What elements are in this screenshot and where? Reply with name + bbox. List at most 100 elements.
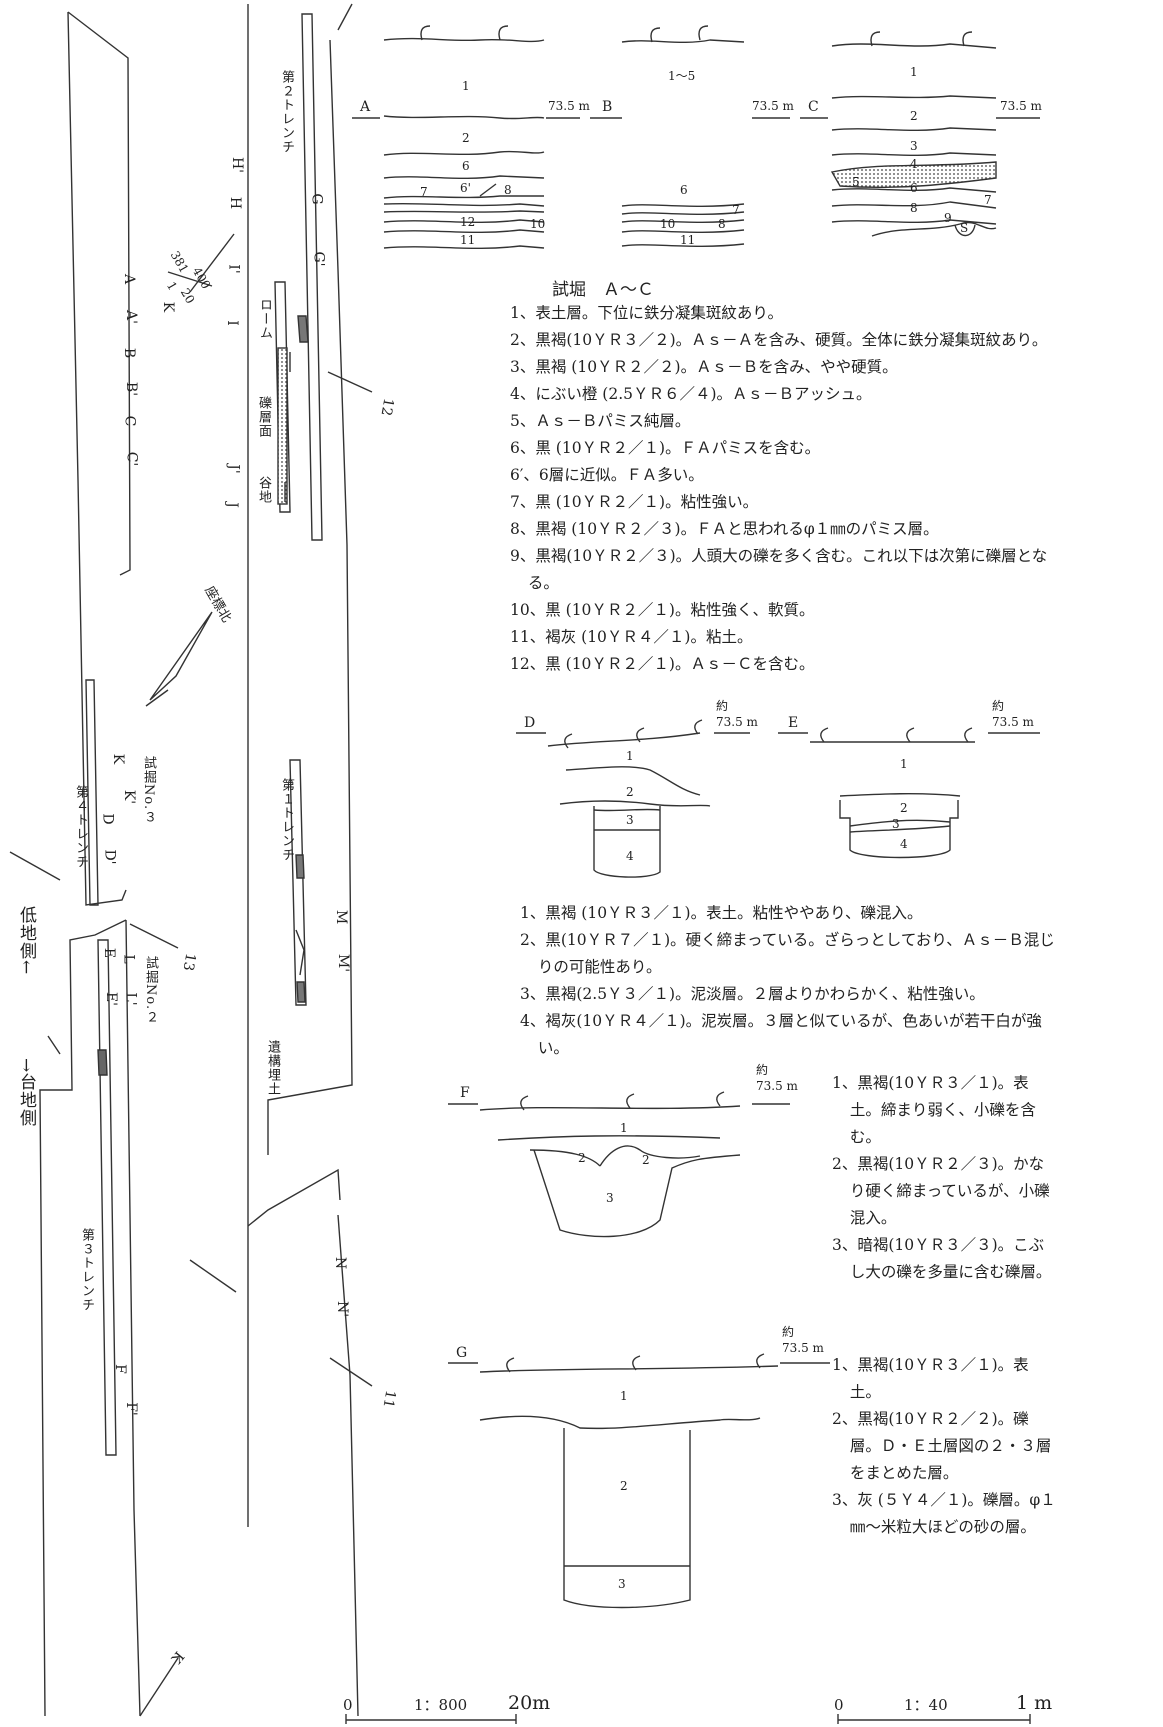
mark-E2: E' xyxy=(103,991,120,1007)
de-legend-item: 1、黒褐 (10ＹＲ３／１)。表土。粘性ややあり、礫混入。 xyxy=(520,904,923,922)
layer-f3: 3 xyxy=(606,1191,614,1205)
abc-legend: 1、表土層。下位に鉄分凝集斑紋あり。 2、黒褐(10ＹＲ３／２)。Ａｓ－Ａを含み… xyxy=(510,300,1062,678)
layer-e2: 2 xyxy=(900,801,908,815)
mark-H2: H' xyxy=(229,156,246,174)
mark-G: G xyxy=(308,193,325,205)
grid-13: 13 xyxy=(179,951,199,973)
mark-J2: J' xyxy=(225,464,242,474)
high-side-label: →台地側 xyxy=(16,1058,36,1128)
g-legend: 1、黒褐(10ＹＲ３／１)。表土。 2、黒褐(10ＹＲ２／２)。礫層。Ｄ・Ｅ土層… xyxy=(832,1352,1058,1541)
label-E: E xyxy=(788,715,799,731)
trench2-label: 第２トレンチ xyxy=(279,70,294,154)
approx-E: 約 xyxy=(992,699,1005,713)
layer-a11: 11 xyxy=(460,233,476,247)
layer-c2: 2 xyxy=(910,109,918,123)
de-legend: 1、黒褐 (10ＹＲ３／１)。表土。粘性ややあり、礫混入。 2、黒(10ＹＲ７／… xyxy=(520,900,1060,1062)
abc-legend-item: 2、黒褐(10ＹＲ３／２)。Ａｓ－Ａを含み、硬質。全体に鉄分凝集斑紋あり。 xyxy=(510,331,1048,349)
abc-title: 試堀 Ａ～Ｃ xyxy=(552,280,654,300)
gravel-surface-label: 礫層面 xyxy=(256,396,271,438)
loam-label: ローム xyxy=(257,298,272,340)
mark-L: L xyxy=(120,954,137,964)
layer-b15: 1～5 xyxy=(668,69,696,83)
mark-I2: I' xyxy=(225,264,242,274)
layer-f2b: 2 xyxy=(642,1153,650,1167)
layer-d1: 1 xyxy=(626,749,634,763)
mark-N: N xyxy=(332,1256,349,1270)
section-scale-zero: 0 xyxy=(834,1696,844,1714)
layer-e1: 1 xyxy=(900,757,908,771)
pit3-label: 試掘No.３ xyxy=(141,756,156,825)
g-legend-item: 1、黒褐(10ＹＲ３／１)。表土。 xyxy=(832,1356,1029,1401)
section-f xyxy=(479,1105,741,1238)
grid-11: 11 xyxy=(379,1388,399,1410)
layer-b11: 11 xyxy=(680,233,696,247)
plan-scale-zero: 0 xyxy=(343,1696,353,1714)
layer-e3: 3 xyxy=(892,817,900,831)
low-side-label: 低地側← xyxy=(16,906,36,976)
mark-M: M xyxy=(333,909,350,925)
layer-c1: 1 xyxy=(910,65,918,79)
pit2-label: 試掘No.２ xyxy=(143,956,158,1025)
mark-C2: C' xyxy=(123,451,140,467)
mark-C: C xyxy=(121,415,138,427)
abc-legend-item: 11、褐灰 (10ＹＲ４／１)。粘土。 xyxy=(510,628,753,646)
g-legend-item: 3、灰 (５Ｙ４／１)。礫層。φ１㎜～米粒大ほどの砂の層。 xyxy=(832,1491,1056,1536)
layer-a1: 1 xyxy=(462,79,470,93)
layer-g3: 3 xyxy=(618,1577,626,1591)
abc-legend-item: 5、Ａｓ－Ｂパミス純層。 xyxy=(510,412,691,430)
elev-A: 73.5 m xyxy=(548,99,590,113)
layer-a7: 7 xyxy=(420,185,428,199)
elev-E: 73.5 m xyxy=(992,715,1034,729)
layer-a6: 6 xyxy=(462,159,470,173)
elev-C: 73.5 m xyxy=(1000,99,1042,113)
layer-f1: 1 xyxy=(620,1121,628,1135)
de-legend-item: 2、黒(10ＹＲ７／１)。硬く締まっている。ざらっとしており、Ａｓ－Ｂ混じりの可… xyxy=(520,931,1055,976)
section-scale-ratio: 1：40 xyxy=(904,1696,948,1714)
layer-c6: 6 xyxy=(910,181,918,195)
f-legend: 1、黒褐(10ＹＲ３／１)。表土。締まり弱く、小礫を含む。 2、黒褐(10ＹＲ２… xyxy=(832,1070,1058,1286)
section-scale-length: 1 m xyxy=(1016,1692,1053,1714)
layer-e4: 4 xyxy=(900,837,908,851)
mark-B: B xyxy=(121,347,138,359)
de-legend-item: 4、褐灰(10ＹＲ４／１)。泥炭層。３層と似ているが、色あいが若干白が強い。 xyxy=(520,1012,1042,1057)
plan-scale-ratio: 1：800 xyxy=(414,1696,468,1714)
mark-G2: G' xyxy=(310,251,327,267)
layer-c4: 4 xyxy=(910,157,918,171)
layer-g2: 2 xyxy=(620,1479,628,1493)
mark-I: I xyxy=(223,320,240,326)
mark-A: A xyxy=(121,273,138,285)
abc-legend-item: 9、黒褐(10ＹＲ２／３)。人頭大の礫を多く含む。これ以下は次第に礫層となる。 xyxy=(510,547,1048,592)
mark-J: J xyxy=(223,502,240,508)
section-a xyxy=(383,37,545,249)
grid-12: 12 xyxy=(377,396,397,418)
abc-legend-item: 10、黒 (10ＹＲ２／１)。粘性強く、軟質。 xyxy=(510,601,815,619)
grid-K-top: K xyxy=(160,301,177,313)
g-legend-item: 2、黒褐(10ＹＲ２／２)。礫層。Ｄ・Ｅ土層図の２・３層をまとめた層。 xyxy=(832,1410,1052,1482)
section-e xyxy=(810,741,975,859)
mark-K: K xyxy=(110,753,127,765)
layer-d4: 4 xyxy=(626,849,634,863)
abc-legend-item: 6′、6層に近似。ＦＡ多い。 xyxy=(510,466,704,484)
abc-legend-item: 8、黒褐 (10ＹＲ２／３)。ＦＡと思われるφ１㎜のパミス層。 xyxy=(510,520,939,538)
plan-outline xyxy=(39,3,359,1717)
layer-d2: 2 xyxy=(626,785,634,799)
de-legend-item: 3、黒褐(2.5Ｙ３／１)。泥淡層。２層よりかわらかく、粘性強い。 xyxy=(520,985,985,1003)
plan-scale-length: 20m xyxy=(508,1692,551,1714)
range-arrows xyxy=(284,352,291,502)
mark-K2: K' xyxy=(121,789,138,805)
abc-legend-item: 3、黒褐 (10ＹＲ２／２)。Ａｓ－Ｂを含み、やや硬質。 xyxy=(510,358,898,376)
layer-d3: 3 xyxy=(626,813,634,827)
approx-G: 約 xyxy=(782,1325,795,1339)
grass-symbols xyxy=(420,25,973,1373)
layer-c7: 7 xyxy=(984,193,992,207)
elev-F: 73.5 m xyxy=(756,1079,798,1093)
layer-a10: 10 xyxy=(530,217,546,231)
elev-B: 73.5 m xyxy=(752,99,794,113)
layer-a8: 8 xyxy=(504,183,512,197)
layer-cS: S xyxy=(960,221,969,235)
label-A: A xyxy=(360,99,371,115)
approx-F: 約 xyxy=(756,1063,769,1077)
f-legend-item: 3、暗褐(10ＹＲ３／３)。こぶし大の礫を多量に含む礫層。 xyxy=(832,1236,1052,1281)
layer-g1: 1 xyxy=(620,1389,628,1403)
